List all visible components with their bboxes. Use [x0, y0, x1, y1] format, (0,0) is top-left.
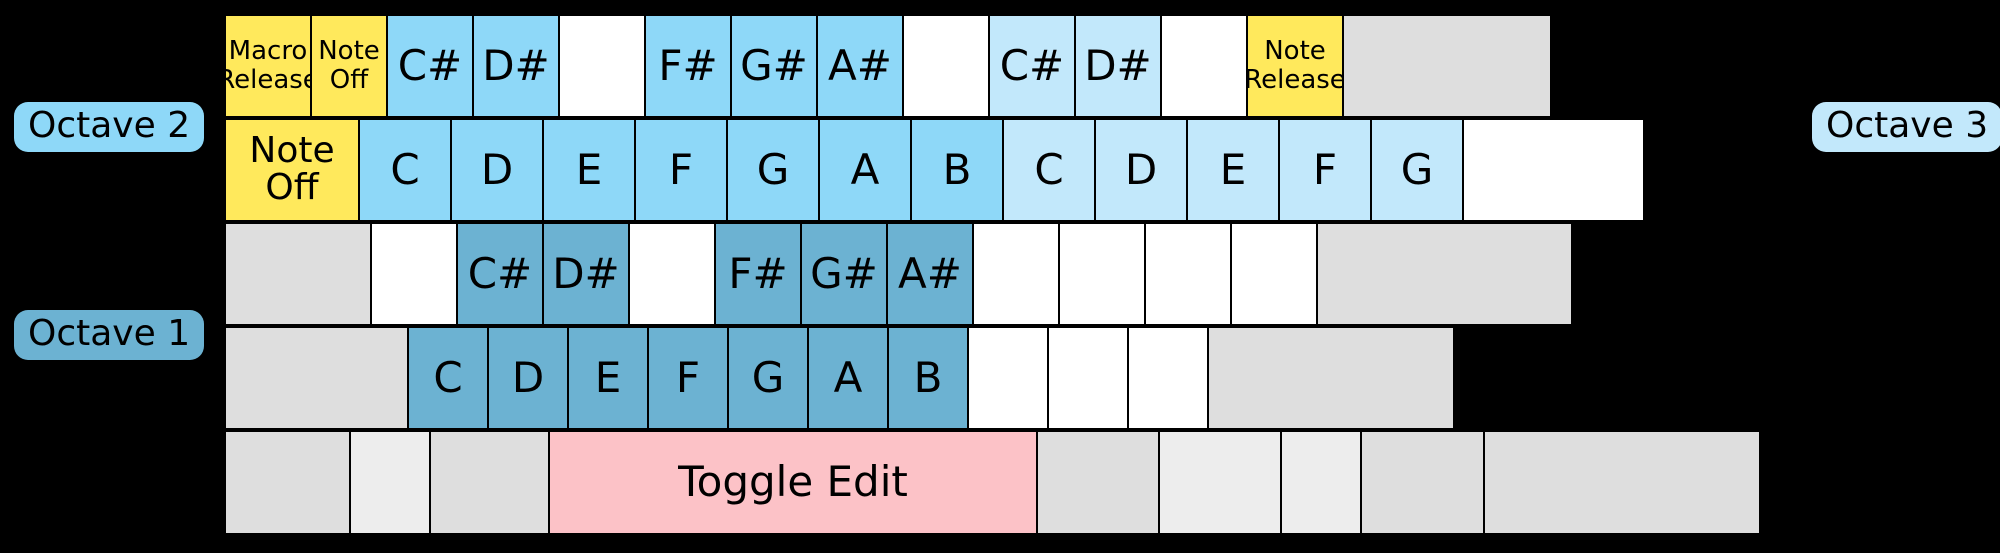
key-z-row-7-b[interactable]: B — [887, 326, 969, 430]
octave-3-label: Octave 3 — [1812, 102, 2000, 152]
key-space-row-3-toggle edit[interactable]: Toggle Edit — [548, 430, 1038, 535]
key-space-row-5-blank — [1158, 430, 1282, 535]
keyboard-row-space-row: Toggle Edit — [224, 430, 1777, 535]
key-number-row-11-blank — [1160, 14, 1248, 118]
key-number-row-4-blank — [558, 14, 646, 118]
key-a-row-2-csharp[interactable]: C# — [456, 222, 544, 326]
key-z-row-6-a[interactable]: A — [807, 326, 889, 430]
key-number-row-9-csharp[interactable]: C# — [988, 14, 1076, 118]
key-q-row-0-note-off[interactable]: Note Off — [224, 118, 360, 222]
key-z-row-4-f[interactable]: F — [647, 326, 729, 430]
key-a-row-9-blank — [1058, 222, 1146, 326]
key-a-row-6-gsharp[interactable]: G# — [800, 222, 888, 326]
key-number-row-2-csharp[interactable]: C# — [386, 14, 474, 118]
key-a-row-4-blank — [628, 222, 716, 326]
key-a-row-5-fsharp[interactable]: F# — [714, 222, 802, 326]
octave-1-label: Octave 1 — [14, 310, 205, 360]
key-z-row-3-e[interactable]: E — [567, 326, 649, 430]
key-a-row-11-blank — [1230, 222, 1318, 326]
key-space-row-2-blank — [429, 430, 550, 535]
key-space-row-0-blank — [224, 430, 351, 535]
key-number-row-13-blank — [1342, 14, 1552, 118]
key-space-row-1-blank — [349, 430, 431, 535]
key-number-row-3-dsharp[interactable]: D# — [472, 14, 560, 118]
key-q-row-10-e[interactable]: E — [1186, 118, 1280, 222]
key-q-row-3-e[interactable]: E — [542, 118, 636, 222]
key-space-row-4-blank — [1036, 430, 1160, 535]
key-space-row-7-blank — [1360, 430, 1485, 535]
key-a-row-3-dsharp[interactable]: D# — [542, 222, 630, 326]
key-z-row-8-blank — [967, 326, 1049, 430]
key-number-row-7-asharp[interactable]: A# — [816, 14, 904, 118]
key-q-row-6-a[interactable]: A — [818, 118, 912, 222]
key-q-row-11-f[interactable]: F — [1278, 118, 1372, 222]
key-z-row-2-d[interactable]: D — [487, 326, 569, 430]
key-space-row-6-blank — [1280, 430, 1362, 535]
key-q-row-5-g[interactable]: G — [726, 118, 820, 222]
key-a-row-1-blank — [370, 222, 458, 326]
key-q-row-8-c[interactable]: C — [1002, 118, 1096, 222]
keyboard-row-a-row: C#D# F#G#A# — [224, 222, 1597, 326]
key-q-row-12-g[interactable]: G — [1370, 118, 1464, 222]
key-z-row-9-blank — [1047, 326, 1129, 430]
key-z-row-1-c[interactable]: C — [407, 326, 489, 430]
key-a-row-7-asharp[interactable]: A# — [886, 222, 974, 326]
octave-2-label: Octave 2 — [14, 102, 205, 152]
key-number-row-10-dsharp[interactable]: D# — [1074, 14, 1162, 118]
key-number-row-12-note-release[interactable]: Note Release — [1246, 14, 1344, 118]
key-z-row-11-blank — [1207, 326, 1455, 430]
key-q-row-4-f[interactable]: F — [634, 118, 728, 222]
key-z-row-0-blank — [224, 326, 409, 430]
key-q-row-7-b[interactable]: B — [910, 118, 1004, 222]
key-number-row-6-gsharp[interactable]: G# — [730, 14, 818, 118]
key-q-row-9-d[interactable]: D — [1094, 118, 1188, 222]
key-q-row-2-d[interactable]: D — [450, 118, 544, 222]
key-number-row-0-macro-release[interactable]: Macro Release — [224, 14, 312, 118]
key-a-row-8-blank — [972, 222, 1060, 326]
key-z-row-10-blank — [1127, 326, 1209, 430]
key-number-row-1-note-off[interactable]: Note Off — [310, 14, 388, 118]
key-a-row-12-blank — [1316, 222, 1573, 326]
key-q-row-1-c[interactable]: C — [358, 118, 452, 222]
key-a-row-10-blank — [1144, 222, 1232, 326]
key-z-row-5-g[interactable]: G — [727, 326, 809, 430]
key-q-row-13-blank — [1462, 118, 1645, 222]
key-number-row-5-fsharp[interactable]: F# — [644, 14, 732, 118]
key-space-row-8-blank — [1483, 430, 1761, 535]
key-a-row-0-blank — [224, 222, 372, 326]
key-number-row-8-blank — [902, 14, 990, 118]
